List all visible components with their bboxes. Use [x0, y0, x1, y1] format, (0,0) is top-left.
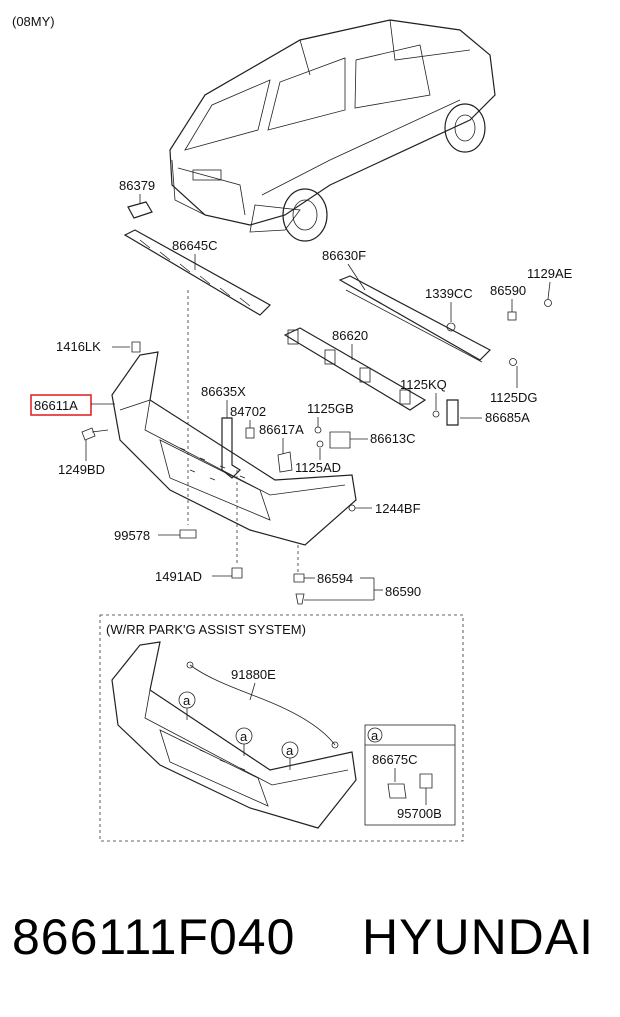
pad-99578 [179, 529, 197, 539]
label-86685A: 86685A [485, 410, 530, 425]
label-1339CC: 1339CC [425, 286, 473, 301]
label-86611A[interactable]: 86611A [34, 398, 78, 413]
rear-beam-86630F [338, 275, 491, 363]
park-assist-detail-box [99, 614, 464, 842]
model-year-label: (08MY) [12, 14, 55, 29]
bumper-cover-86611A [111, 351, 357, 546]
sensor-holder-86675C [387, 783, 407, 799]
label-91880E: 91880E [231, 667, 276, 682]
label-1125AD: 1125AD [295, 460, 341, 475]
bracket-86617A [277, 451, 293, 473]
clip-1491AD [231, 567, 243, 579]
svg-text:a: a [240, 729, 248, 744]
pad-84702 [245, 427, 255, 439]
screw-1249BD [81, 427, 109, 441]
label-1125GB: 1125GB [307, 401, 354, 416]
label-86635X: 86635X [201, 384, 246, 399]
bolt-1125KQ [432, 410, 440, 418]
screw-1244BF [348, 504, 356, 512]
sensor-95700B [419, 773, 433, 789]
park-assist-title: (W/RR PARK'G ASSIST SYSTEM) [106, 622, 306, 637]
svg-text:a: a [286, 743, 294, 758]
bracket-86685A [446, 399, 459, 426]
bolt-1125AD [316, 440, 324, 448]
svg-text:a: a [371, 728, 379, 743]
label-1416LK: 1416LK [56, 339, 101, 354]
label-1129AE: 1129AE [527, 266, 573, 281]
label-1244BF: 1244BF [375, 501, 421, 516]
callout-a-inset [367, 727, 383, 743]
bolt-1125DG [509, 358, 517, 366]
bracket-86620 [283, 327, 427, 411]
label-86590-lower: 86590 [385, 584, 421, 599]
bolt-1129AE [544, 299, 552, 307]
label-1125KQ: 1125KQ [400, 377, 447, 392]
brand-name: HYUNDAI [362, 909, 595, 965]
label-1491AD: 1491AD [155, 569, 202, 584]
nut-1339CC [446, 322, 456, 332]
clip-1416LK [131, 341, 141, 353]
clip-86590-lower [295, 593, 305, 605]
bumper-cover-with-sensors [111, 641, 357, 829]
wiring-harness-91880E [189, 664, 336, 746]
vehicle-illustration [169, 19, 496, 242]
label-86590-upper: 86590 [490, 283, 526, 298]
svg-text:a: a [183, 693, 191, 708]
label-1125DG: 1125DG [490, 390, 537, 405]
label-95700B: 95700B [397, 806, 442, 821]
lamp-86379 [127, 201, 153, 219]
part-number: 866111F040 [12, 909, 296, 965]
sensor-inset-box [364, 724, 456, 826]
bolt-1125GB [314, 426, 322, 434]
bracket-86613C [329, 431, 351, 449]
label-86617A: 86617A [259, 422, 304, 437]
label-86675C: 86675C [372, 752, 418, 767]
label-86613C: 86613C [370, 431, 416, 446]
label-1249BD: 1249BD [58, 462, 105, 477]
label-86379: 86379 [119, 178, 155, 193]
bracket-86635X [221, 417, 241, 479]
highlight-86611A [30, 394, 92, 416]
clip-86590-upper [507, 311, 517, 321]
part-caption: 866111F040 HYUNDAI [0, 900, 620, 980]
label-99578: 99578 [114, 528, 150, 543]
clip-86594 [293, 573, 305, 583]
energy-absorber-86645C [123, 229, 271, 316]
label-86645C: 86645C [172, 238, 218, 253]
label-86594: 86594 [317, 571, 353, 586]
label-84702: 84702 [230, 404, 266, 419]
label-86620: 86620 [332, 328, 368, 343]
label-86630F: 86630F [322, 248, 366, 263]
rear-bumper-exploded-diagram: (08MY) 86379 86645C 86630F 1339CC [12, 14, 573, 842]
